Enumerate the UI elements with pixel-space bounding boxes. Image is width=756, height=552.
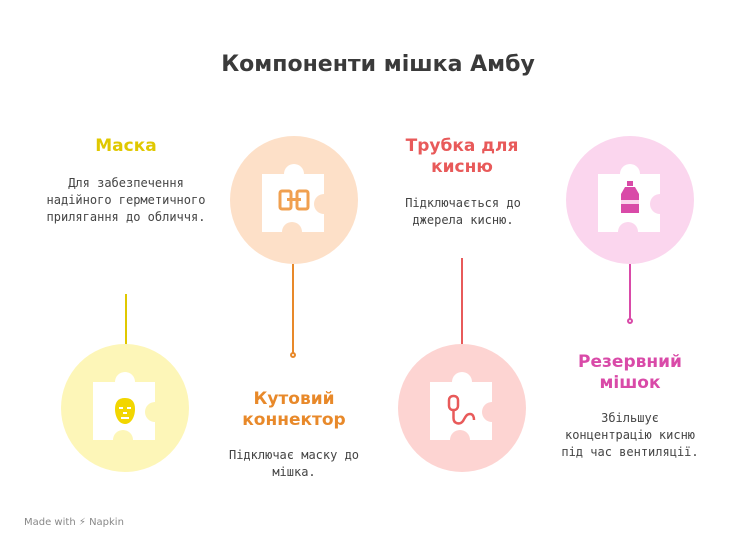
reservoir-bag-icon xyxy=(621,181,639,213)
face-mask-icon xyxy=(115,398,135,424)
step-4-connector-dot xyxy=(627,318,633,324)
step-3-description: Підключається до джерела кисню. xyxy=(405,196,521,227)
step-3-puzzle-piece xyxy=(430,372,492,440)
step-2-connector-line xyxy=(292,264,294,354)
footer-attribution: Made with ⚡ Napkin xyxy=(24,517,124,528)
step-1-description: Для забезпечення надійного герметичного … xyxy=(46,176,206,224)
step-3-heading: Трубка для кисню xyxy=(405,136,519,177)
footer-made-with: Made with xyxy=(24,517,76,528)
step-4-description: Збільшує концентрацію кисню під час вент… xyxy=(561,411,699,459)
connector-icon xyxy=(278,189,310,211)
page-title: Компоненти мішка Амбу xyxy=(221,52,535,77)
step-1-heading: Маска xyxy=(95,136,157,156)
oxygen-tube-icon xyxy=(447,394,476,425)
step-4-connector-line xyxy=(629,264,631,320)
step-2-heading: Кутовий коннектор xyxy=(242,389,346,430)
step-2-connector-dot xyxy=(290,352,296,358)
step-4-heading: Резервний мішок xyxy=(578,352,682,393)
step-2-description: Підключає маску до мішка. xyxy=(228,448,360,479)
step-1-connector-line xyxy=(125,294,127,346)
step-3-connector-line xyxy=(461,258,463,346)
napkin-logo-icon: ⚡ xyxy=(78,517,86,528)
footer-brand: Napkin xyxy=(89,517,124,528)
